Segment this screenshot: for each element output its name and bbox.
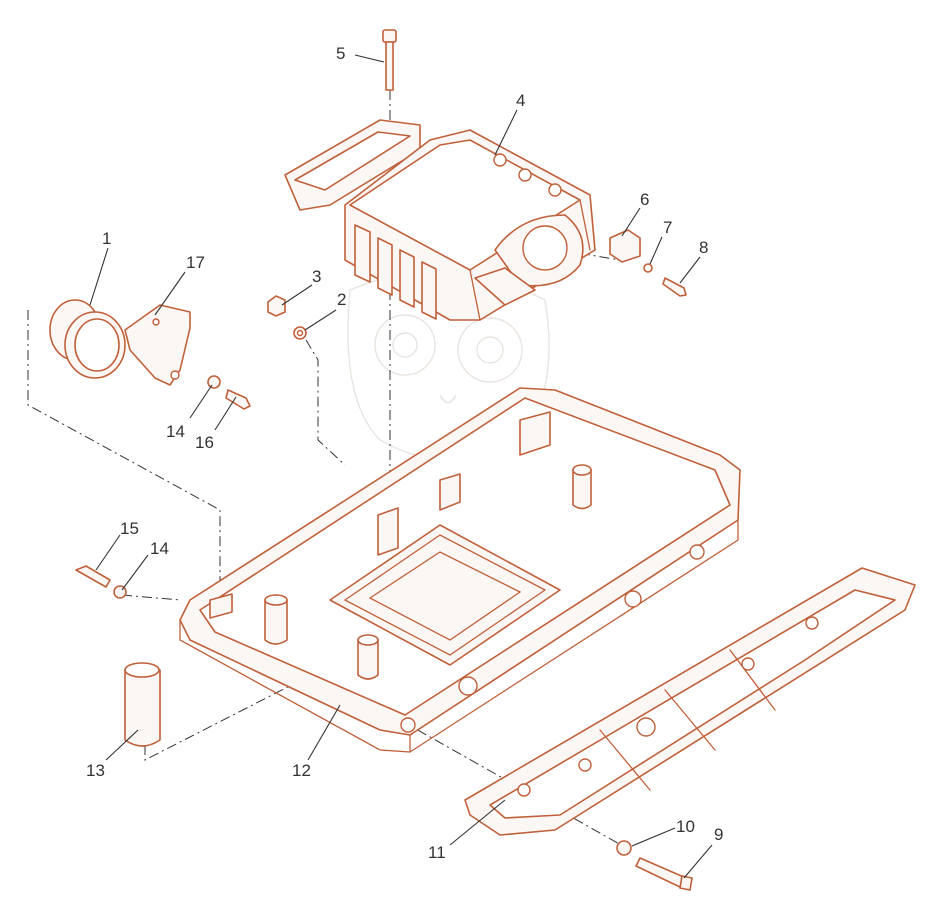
callout-3: 3 (312, 267, 321, 286)
callout-17: 17 (186, 253, 205, 272)
part-1-rubber-mount (49, 299, 126, 379)
part-13-sleeve (124, 662, 161, 747)
part-12-base-frame (179, 387, 741, 753)
part-8-bolt (662, 277, 687, 297)
callout-labels: 1 2 3 4 5 6 7 8 9 10 11 12 13 14 14 15 1… (86, 44, 723, 862)
part-15-bolt (75, 565, 111, 588)
part-11-side-rail (464, 567, 916, 836)
callout-2: 2 (337, 290, 346, 309)
callout-1: 1 (102, 229, 111, 248)
part-3-nut (267, 295, 286, 317)
part-9-bolt (635, 857, 693, 891)
callout-13: 13 (86, 761, 105, 780)
part-2-washer (293, 326, 307, 340)
part-10-washer (616, 840, 632, 856)
assembly-lines (27, 90, 631, 851)
part-7-washer (643, 263, 653, 273)
part-17-bracket (124, 304, 191, 386)
callout-10: 10 (676, 817, 695, 836)
callout-8: 8 (699, 238, 708, 257)
part-14-washer-upper (207, 375, 221, 389)
callout-7: 7 (663, 218, 672, 237)
callout-5: 5 (336, 44, 345, 63)
part-6-block (609, 229, 641, 263)
callout-12: 12 (292, 761, 311, 780)
callout-16: 16 (195, 433, 214, 452)
callout-6: 6 (640, 190, 649, 209)
part-16-bolt (225, 389, 251, 410)
callout-11: 11 (428, 843, 446, 862)
part-4-housing (284, 119, 596, 321)
callout-14-lower: 14 (150, 539, 169, 558)
callout-9: 9 (714, 825, 723, 844)
part-5-long-bolt (382, 29, 397, 91)
callout-15: 15 (120, 519, 139, 538)
callout-4: 4 (516, 91, 525, 110)
callout-14-upper: 14 (166, 422, 185, 441)
leader-lines (89, 54, 713, 879)
